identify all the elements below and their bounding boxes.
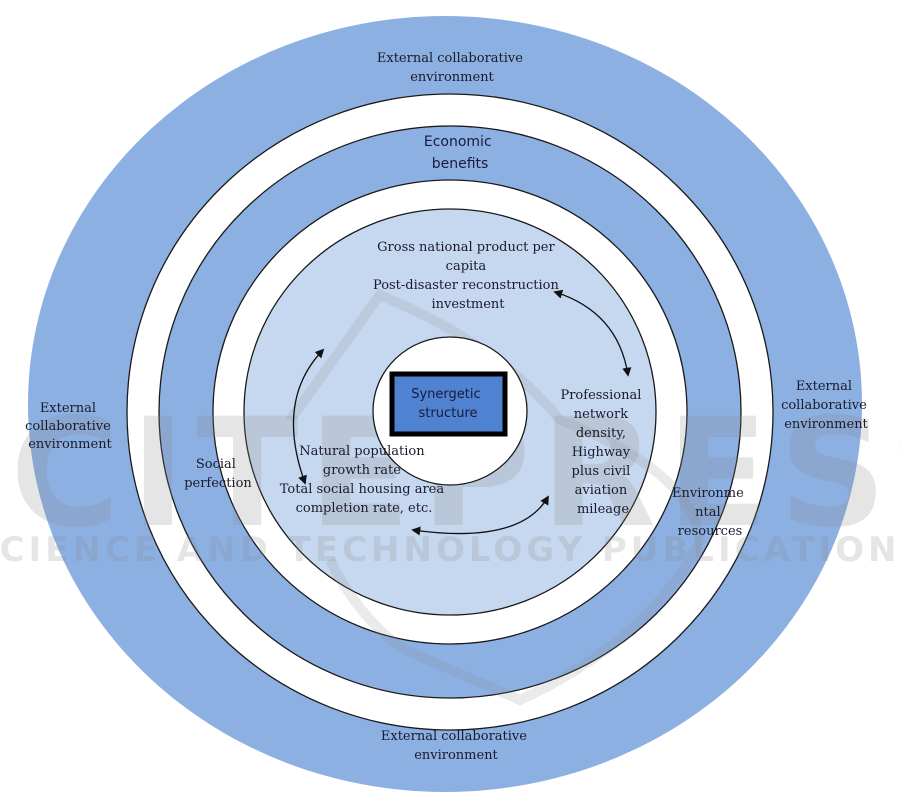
arrow-top-left <box>292 348 325 485</box>
middle-label-right: Environme ntal resources <box>672 486 748 539</box>
core-box <box>389 371 508 437</box>
core-label: Synergetic structure <box>411 387 485 421</box>
outer-label-left: External collaborative environment <box>25 401 115 452</box>
outer-label-top: External collaborative environment <box>377 51 527 85</box>
middle-label-top: Economic benefits <box>424 134 496 172</box>
arrow-top-right <box>553 289 632 377</box>
arrow-bottom <box>411 495 549 536</box>
inner-label-top: Gross national product per capita Post-d… <box>373 240 563 312</box>
outer-label-bottom: External collaborative environment <box>381 729 531 763</box>
inner-label-left: Natural population growth rate Total soc… <box>280 444 449 516</box>
middle-label-left: Social perfection <box>184 457 252 491</box>
outer-label-right: External collaborative environment <box>781 379 871 432</box>
watermark-line2: SCIENCE AND TECHNOLOGY PUBLICATIONS <box>0 530 901 570</box>
inner-label-right: Professional network density, Highway pl… <box>560 388 645 517</box>
